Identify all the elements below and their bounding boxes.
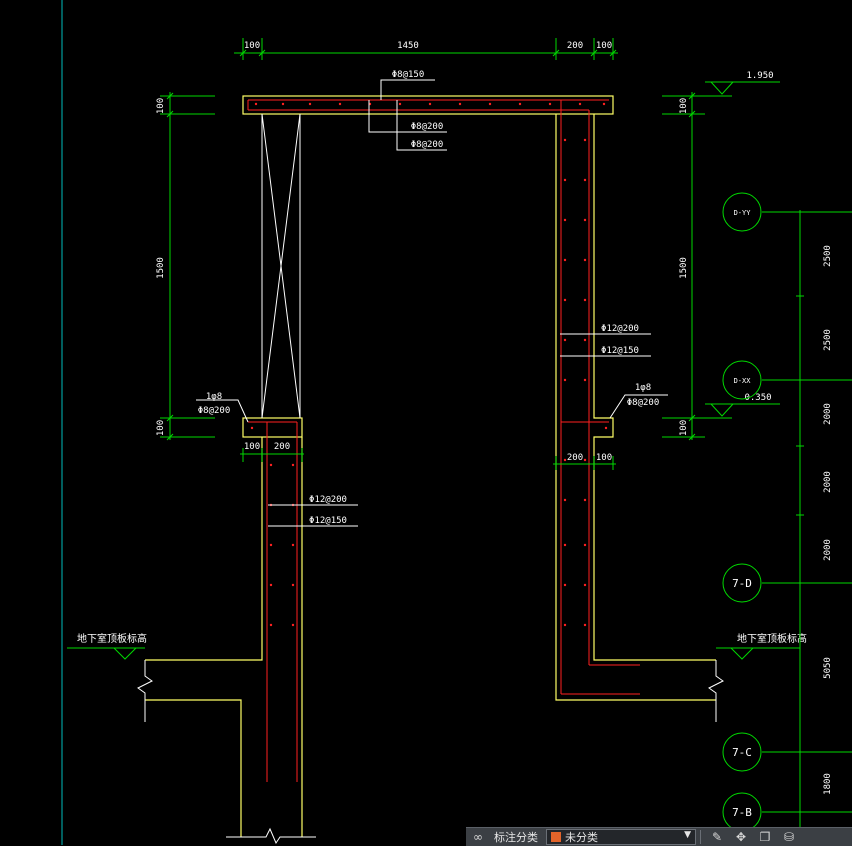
rebar-left-lintel-b: Φ8@200 xyxy=(198,406,231,416)
grid-spacing-5: 2000 xyxy=(823,539,833,561)
move-icon[interactable]: ✥ xyxy=(735,830,747,844)
rebar-lines xyxy=(247,99,640,782)
elevation-marker-lower xyxy=(705,403,780,417)
dim-bottom-left-a: 100 xyxy=(244,442,260,452)
rebar-left-wall-a: Φ12@200 xyxy=(309,495,347,505)
leader-lines xyxy=(196,79,668,527)
rebar-right-lintel-b: Φ8@200 xyxy=(627,398,660,408)
rebar-top-slab-b: Φ8@200 xyxy=(411,122,444,132)
break-line-right xyxy=(708,660,724,722)
dim-bottom-left-b: 200 xyxy=(274,442,290,452)
chevron-down-icon: ▼ xyxy=(684,830,691,840)
break-line-bottom xyxy=(226,827,316,845)
rebar-right-lintel-a: 1φ8 xyxy=(635,383,651,393)
top-dimension-line xyxy=(234,38,618,60)
dim-left-height: 1500 xyxy=(156,257,166,279)
dim-left-top: 100 xyxy=(156,98,166,114)
rebar-left-lintel-a: 1φ8 xyxy=(206,392,222,402)
dim-right-top: 100 xyxy=(679,98,689,114)
grid-spacing-1: 2500 xyxy=(823,245,833,267)
grid-axis-label-1: D-YY xyxy=(734,209,752,217)
database-icon[interactable]: ⛁ xyxy=(783,830,795,844)
basement-elevation-right-marker xyxy=(716,647,800,660)
grid-axis-label-2: D-XX xyxy=(734,377,752,385)
bottom-dimension-lines xyxy=(240,448,616,470)
dim-top-right-b: 100 xyxy=(596,41,612,51)
break-line-left xyxy=(137,660,153,722)
grid-spacing-7: 1800 xyxy=(823,773,833,795)
grid-axis-label-5: 7-B xyxy=(732,806,752,819)
right-dimension-line xyxy=(662,92,732,441)
dim-top-right-a: 200 xyxy=(567,41,583,51)
grid-spacing-3: 2000 xyxy=(823,403,833,425)
annotation-category-label: 标注分类 xyxy=(494,831,538,844)
edit-icon[interactable]: ✎ xyxy=(711,830,723,844)
dim-right-height: 1500 xyxy=(679,257,689,279)
grid-spacing-6: 5050 xyxy=(823,657,833,679)
rebar-dots xyxy=(250,102,608,627)
dim-bottom-right-a: 200 xyxy=(567,453,583,463)
link-icon[interactable]: ∞ xyxy=(473,830,483,844)
elevation-marker-top xyxy=(705,81,780,95)
grid-axis-label-3: 7-D xyxy=(732,577,752,590)
rebar-right-wall-b: Φ12@150 xyxy=(601,346,639,356)
dim-left-bottom: 100 xyxy=(156,420,166,436)
elevation-lower: 0.350 xyxy=(744,393,771,403)
grid-spacing-4: 2000 xyxy=(823,471,833,493)
annotation-category-select[interactable]: 未分类 ▼ xyxy=(546,829,696,845)
window-opening xyxy=(261,113,301,419)
annotation-toolbar: ∞ 标注分类 未分类 ▼ ✎ ✥ ❐ ⛁ xyxy=(466,827,852,846)
rebar-top-slab-a: Φ8@150 xyxy=(392,70,425,80)
elevation-top: 1.950 xyxy=(746,71,773,81)
annotation-category-value: 未分类 xyxy=(565,831,598,844)
structure-outline xyxy=(145,95,716,837)
grid-axis-lines xyxy=(762,210,852,845)
left-dimension-line xyxy=(160,92,215,441)
toolbar-divider xyxy=(700,830,701,844)
grid-spacing-2: 2500 xyxy=(823,329,833,351)
dim-right-bottom: 100 xyxy=(679,420,689,436)
grid-axis-label-4: 7-C xyxy=(732,746,752,759)
dim-bottom-right-b: 100 xyxy=(596,453,612,463)
rebar-right-wall-a: Φ12@200 xyxy=(601,324,639,334)
rebar-left-wall-b: Φ12@150 xyxy=(309,516,347,526)
dim-top-left: 100 xyxy=(244,41,260,51)
basement-elevation-left: 地下室顶板标高 xyxy=(77,632,147,645)
basement-elevation-left-marker xyxy=(67,647,145,660)
grid-bubbles xyxy=(722,192,762,832)
rebar-top-slab-c: Φ8@200 xyxy=(411,140,444,150)
dim-top-span: 1450 xyxy=(397,41,419,51)
basement-elevation-right: 地下室顶板标高 xyxy=(737,632,807,645)
copy-icon[interactable]: ❐ xyxy=(759,830,771,844)
category-color-swatch xyxy=(551,832,561,842)
